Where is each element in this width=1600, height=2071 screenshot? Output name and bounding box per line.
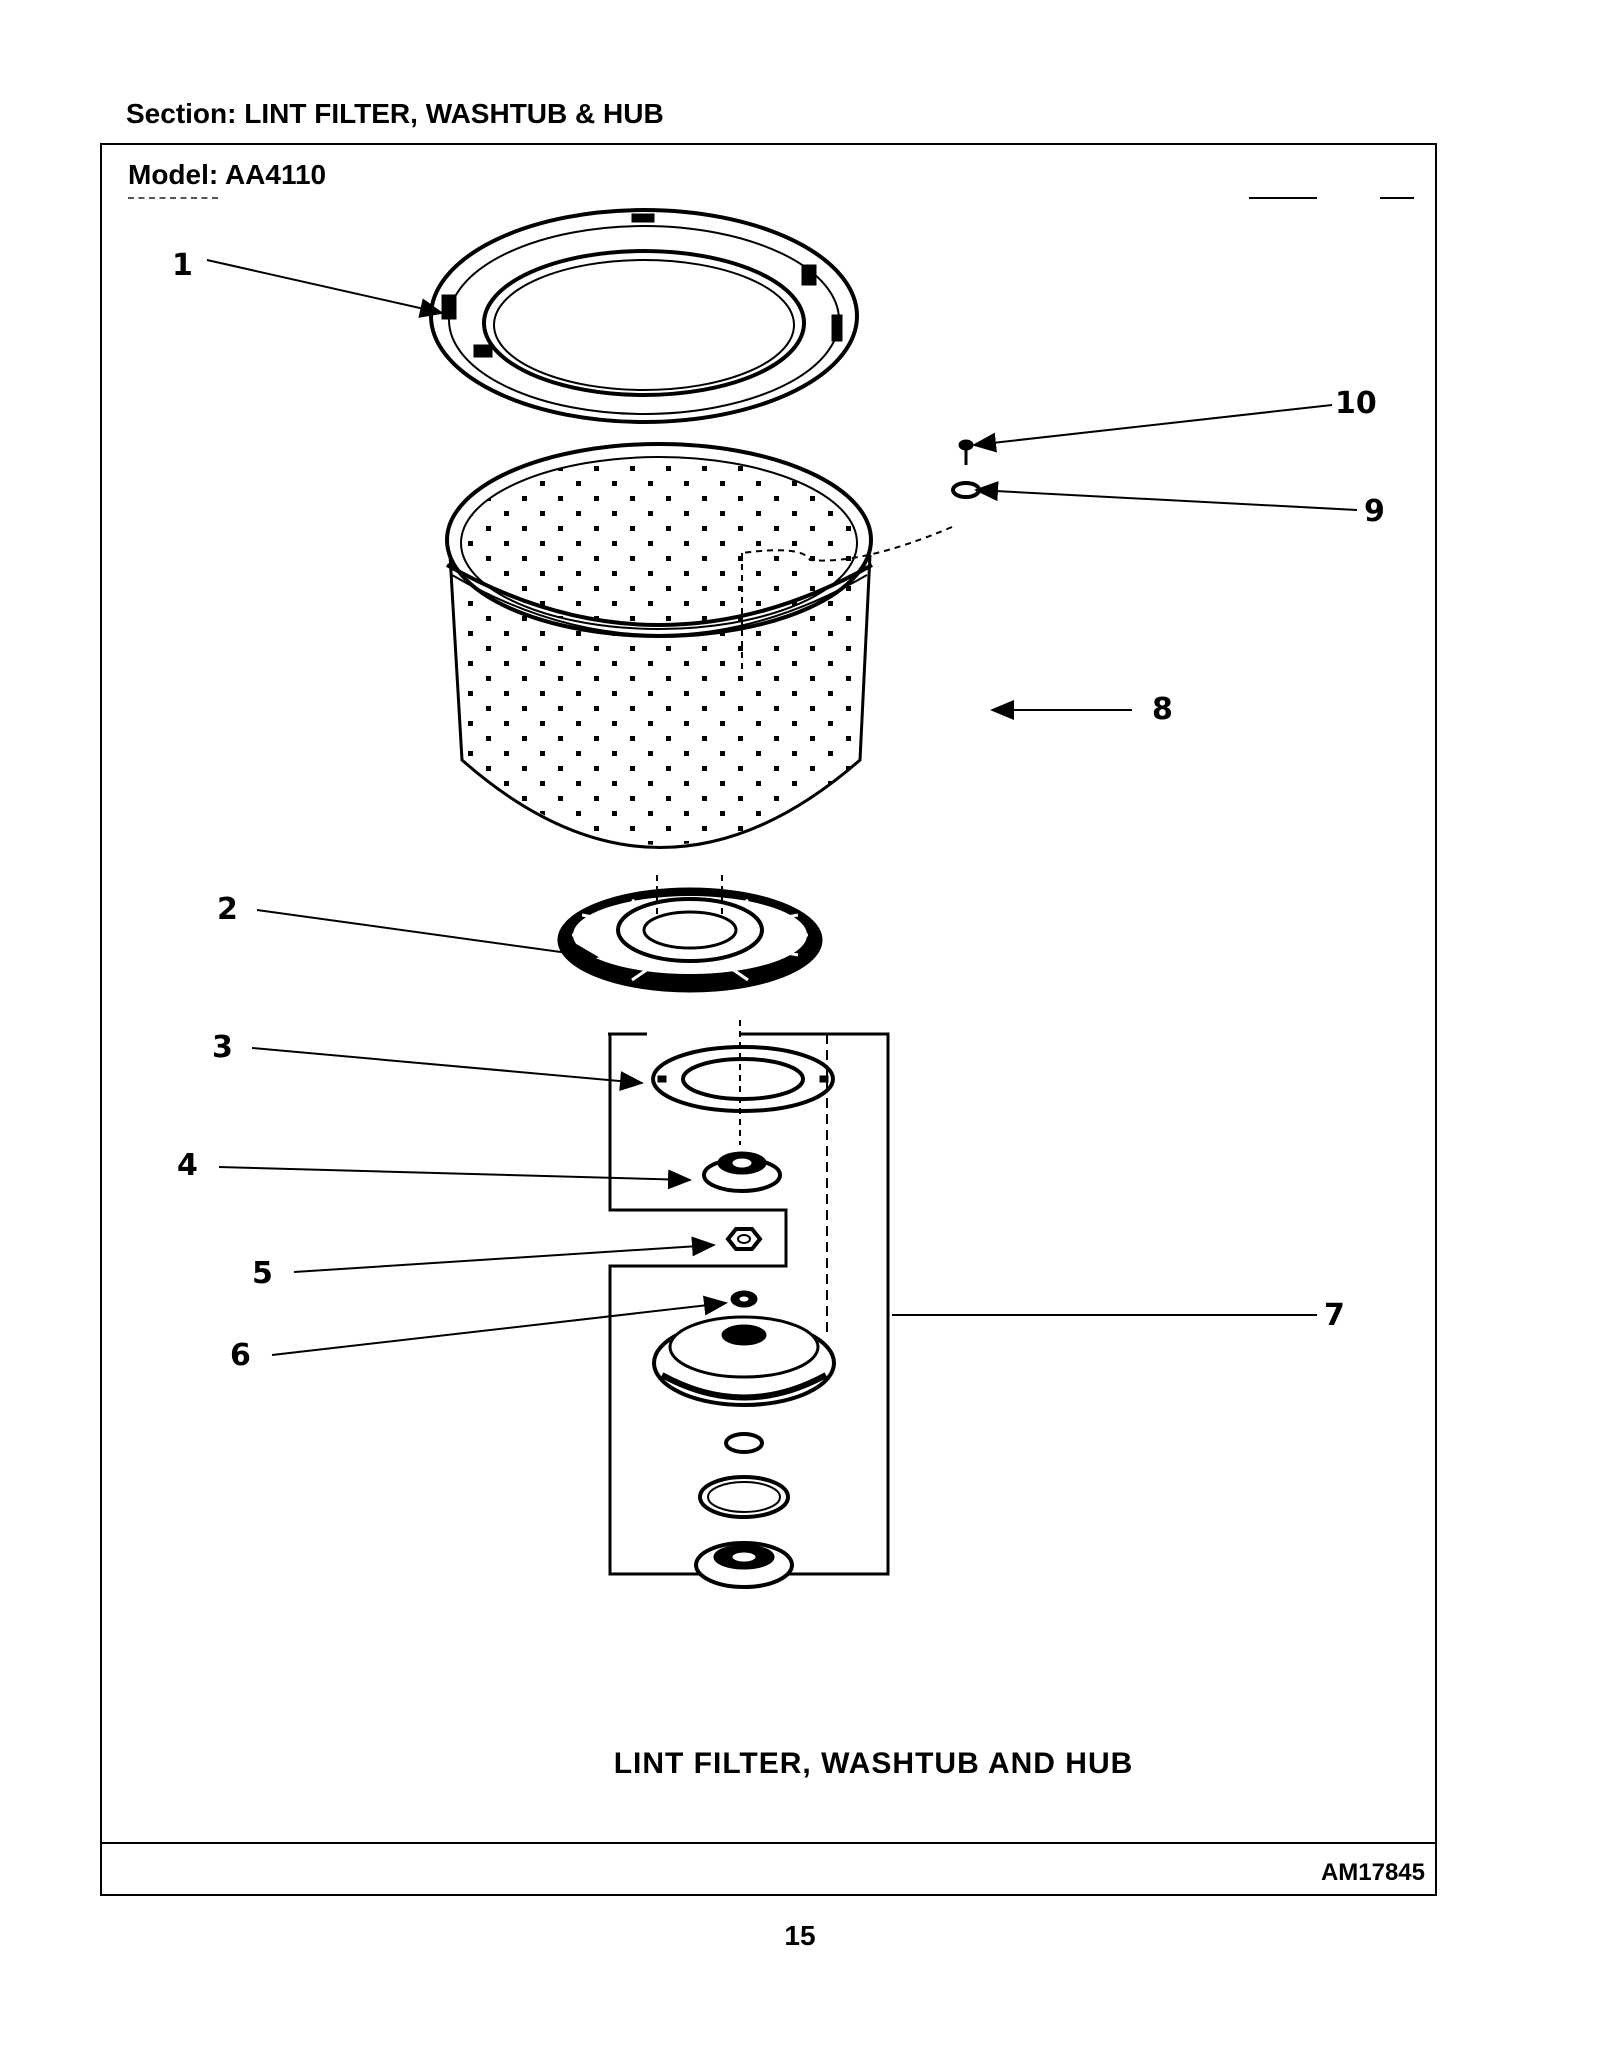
callout-2: 2 [217, 892, 238, 927]
hub-assembly-bracket [608, 1032, 890, 1576]
small-nut [730, 1290, 758, 1308]
bearing [702, 1151, 782, 1193]
section-title: Section: LINT FILTER, WASHTUB & HUB [126, 98, 664, 129]
footer-rule [102, 1842, 1435, 1844]
page-number: 15 [784, 1920, 816, 1951]
model-label: Model: AA4110 [128, 159, 327, 190]
callout-6: 6 [230, 1338, 251, 1373]
callout-9: 9 [1364, 494, 1385, 529]
screw-and-washer [951, 439, 981, 499]
model-underline [128, 197, 218, 199]
leader-lines [206, 259, 1358, 1356]
diagram-title-text: LINT FILTER, WASHTUB AND HUB [613, 1747, 1134, 1780]
callout-3: 3 [212, 1030, 233, 1065]
header-rule-right [1380, 197, 1414, 199]
exploded-parts-diagram: 1 2 3 4 5 6 7 8 9 10 [172, 208, 1385, 1589]
hub-seal [698, 1432, 790, 1519]
footer-code: AM17845 [1320, 1859, 1425, 1886]
callout-5: 5 [252, 1256, 273, 1291]
diagram-title: LINT FILTER, WASHTUB AND HUB [102, 1747, 1435, 1781]
header-rule-left [1249, 197, 1317, 199]
lint-filter-ring [429, 208, 859, 424]
callout-1: 1 [172, 248, 193, 283]
hub-bearing [694, 1541, 794, 1589]
washtub [445, 442, 953, 849]
diagram-frame: Model: AA4110 [100, 143, 1437, 1896]
hub-body [652, 1034, 836, 1407]
callout-labels: 1 2 3 4 5 6 7 8 9 10 [172, 248, 1385, 1373]
hub-filter [557, 875, 823, 993]
callout-10: 10 [1335, 386, 1377, 421]
callout-8: 8 [1152, 692, 1173, 727]
callout-4: 4 [177, 1148, 198, 1183]
hex-nut [725, 1227, 763, 1251]
ring-gasket [651, 1020, 835, 1145]
callout-7: 7 [1324, 1298, 1345, 1333]
